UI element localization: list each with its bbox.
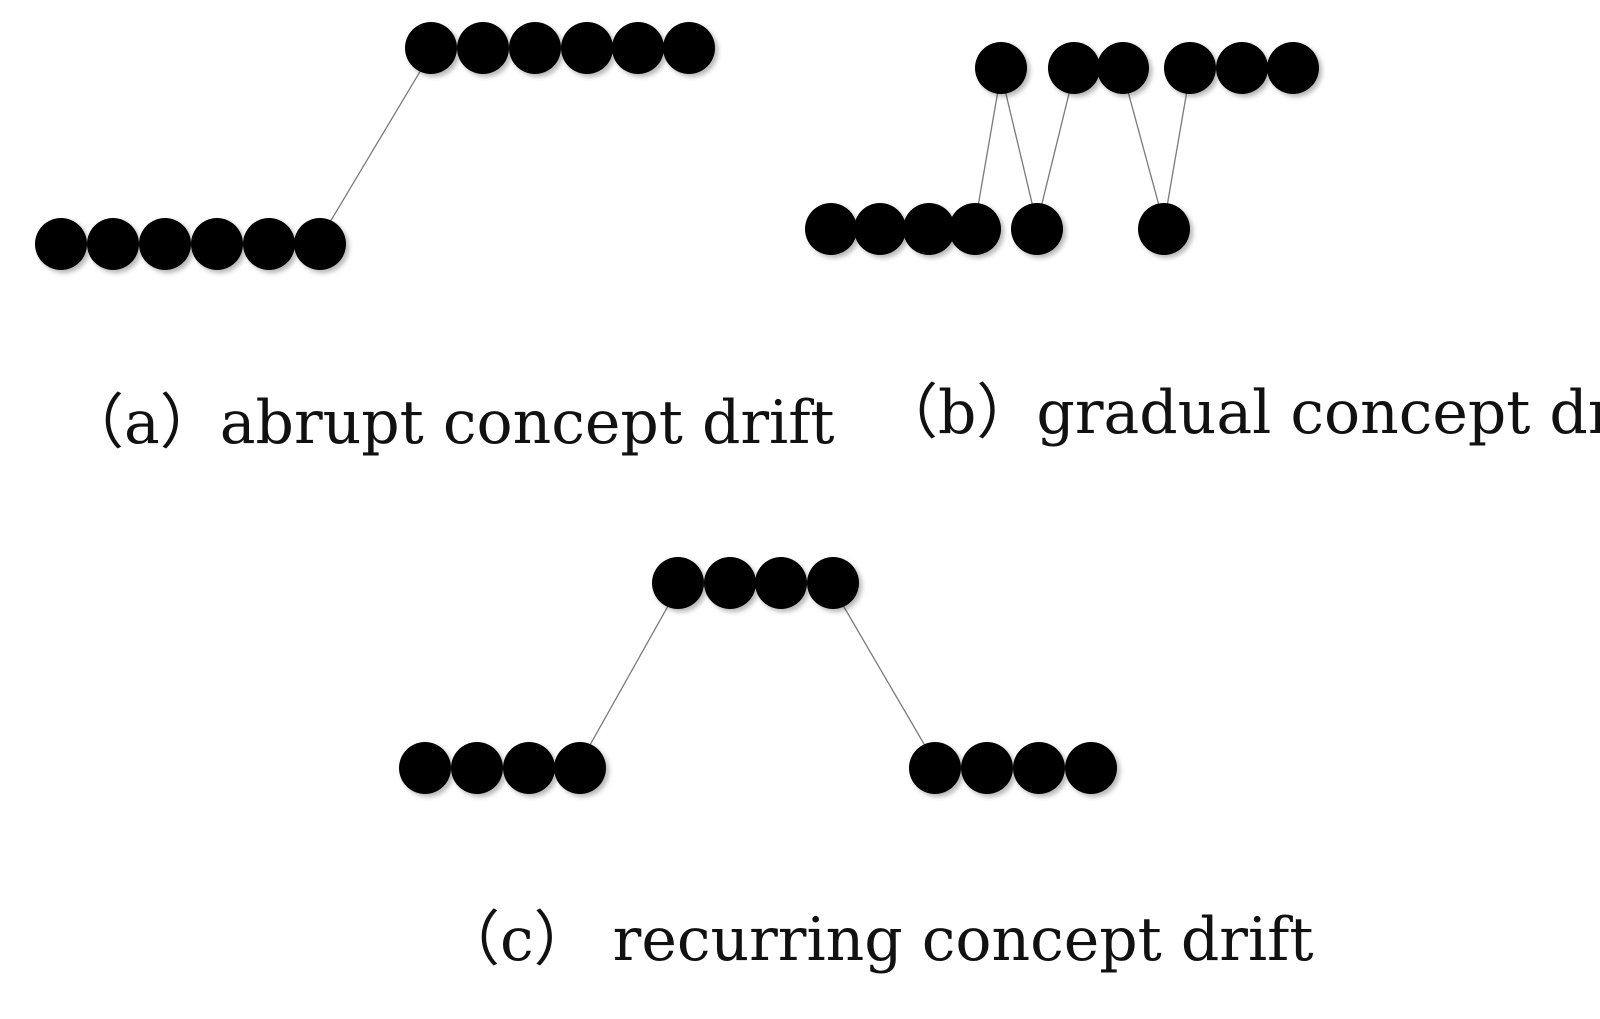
gradual-drift-dots (805, 42, 1319, 255)
drift-connector-line (974, 73, 1002, 224)
data-point-low (503, 742, 555, 794)
recurring-drift-connectors (579, 587, 936, 764)
drift-connector-line (579, 587, 679, 764)
data-point-low (191, 218, 243, 270)
data-point-high (1097, 42, 1149, 94)
data-point-low (1138, 203, 1190, 255)
data-point-low (949, 203, 1001, 255)
data-point-high (612, 22, 664, 74)
data-point-low (854, 203, 906, 255)
data-point-low (139, 218, 191, 270)
panel-abrupt-drift: （a）abrupt concept drift (35, 22, 835, 458)
abrupt-drift-connectors (319, 52, 432, 240)
data-point-high (975, 42, 1027, 94)
data-point-low (961, 742, 1013, 794)
data-point-high (1216, 42, 1268, 94)
caption-abrupt-drift: （a）abrupt concept drift (64, 388, 835, 458)
data-point-low (399, 742, 451, 794)
data-point-high (652, 557, 704, 609)
data-point-low (294, 218, 346, 270)
data-point-low (805, 203, 857, 255)
data-point-low (35, 218, 87, 270)
drift-connector-line (1122, 73, 1165, 224)
data-point-high (1267, 42, 1319, 94)
data-point-low (1011, 203, 1063, 255)
panel-recurring-drift: （c） recurring concept drift (399, 557, 1313, 975)
data-point-high (663, 22, 715, 74)
data-point-low (1065, 742, 1117, 794)
drift-connector-line (1000, 73, 1038, 224)
data-point-high (405, 22, 457, 74)
drift-connector-line (319, 52, 432, 240)
data-point-high (509, 22, 561, 74)
data-point-high (1164, 42, 1216, 94)
data-point-low (243, 218, 295, 270)
data-point-high (457, 22, 509, 74)
data-point-low (909, 742, 961, 794)
data-point-low (903, 203, 955, 255)
gradual-drift-connectors (974, 73, 1191, 224)
data-point-low (87, 218, 139, 270)
data-point-high (561, 22, 613, 74)
data-point-high (1048, 42, 1100, 94)
drift-connector-line (1163, 73, 1191, 224)
caption-recurring-drift: （c） recurring concept drift (440, 905, 1313, 975)
drift-connector-line (1036, 73, 1075, 224)
abrupt-drift-dots (35, 22, 715, 270)
caption-gradual-drift: （b）gradual concept drift (878, 378, 1600, 448)
panel-gradual-drift: （b）gradual concept drift (805, 42, 1600, 448)
drift-connector-line (832, 587, 936, 764)
data-point-low (451, 742, 503, 794)
data-point-low (554, 742, 606, 794)
data-point-high (755, 557, 807, 609)
data-point-low (1013, 742, 1065, 794)
data-point-high (704, 557, 756, 609)
recurring-drift-dots (399, 557, 1117, 794)
data-point-high (807, 557, 859, 609)
